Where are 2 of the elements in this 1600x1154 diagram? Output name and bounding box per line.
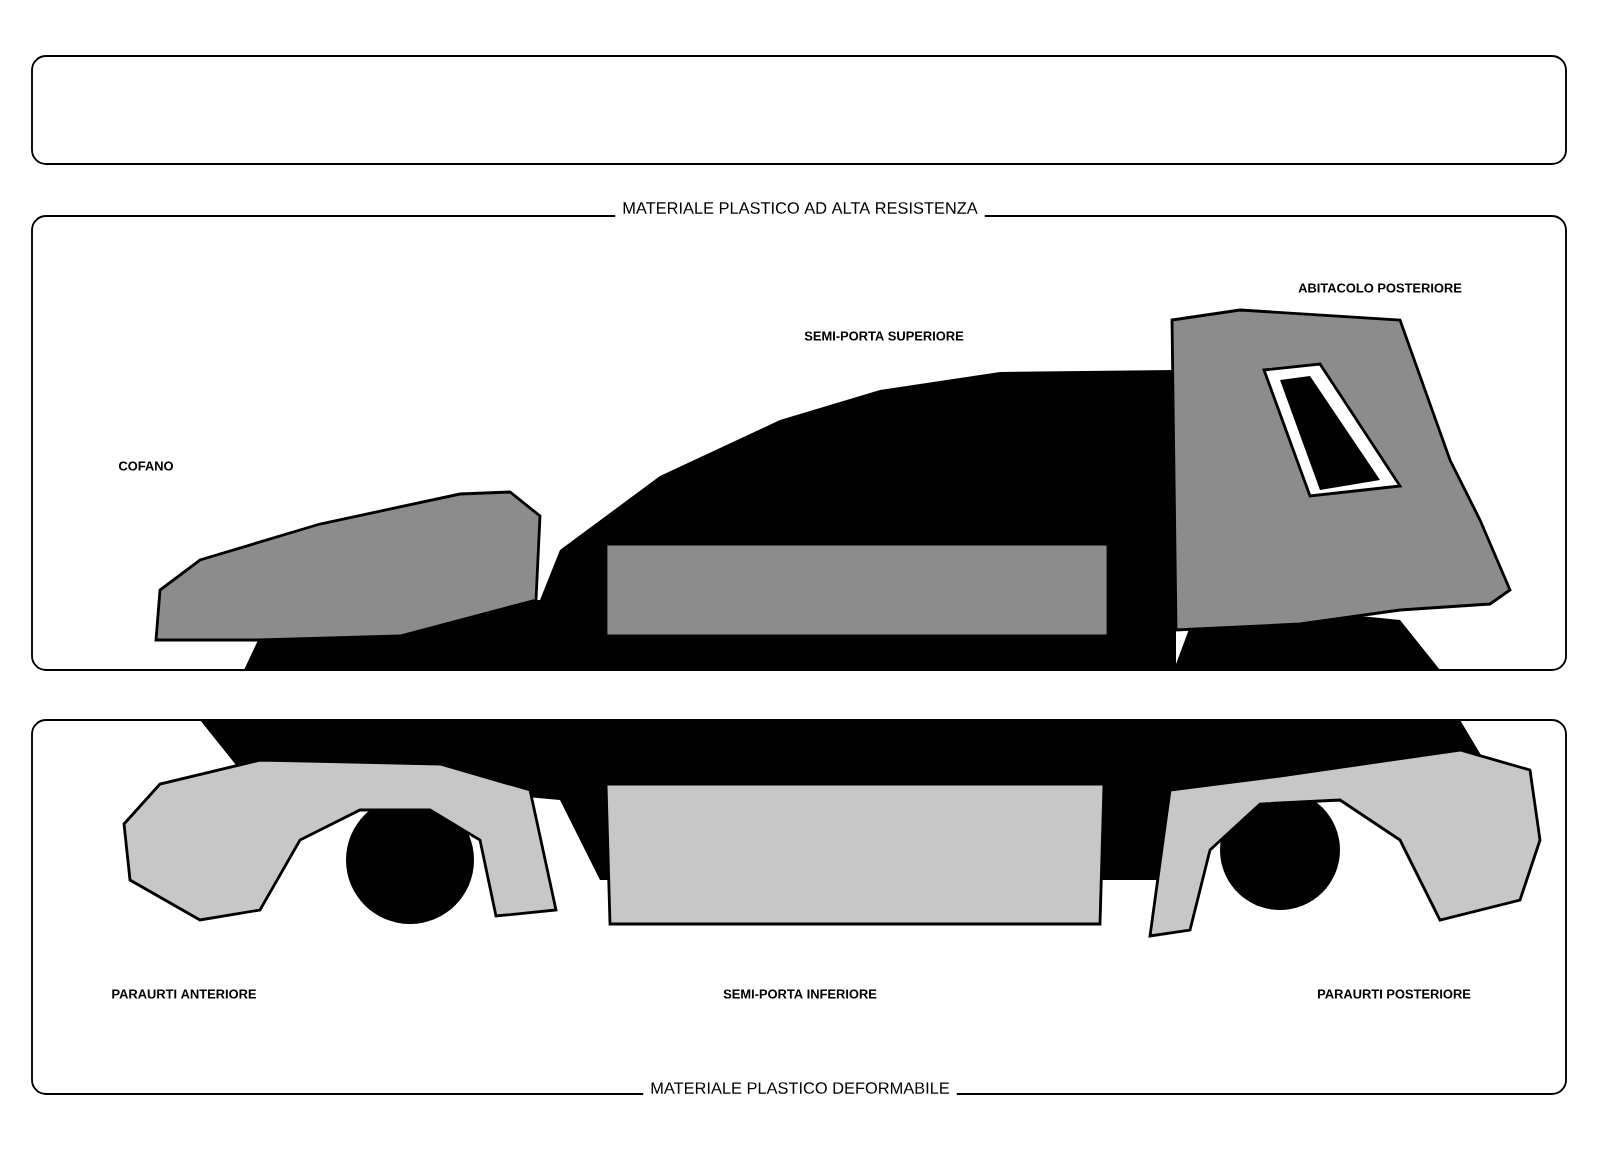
panel-heading: MATERIALE PLASTICO AD ALTA RESISTENZA [615, 195, 985, 221]
panel-heading: MATERIALE PLASTICO DEFORMABILE [643, 1075, 957, 1101]
